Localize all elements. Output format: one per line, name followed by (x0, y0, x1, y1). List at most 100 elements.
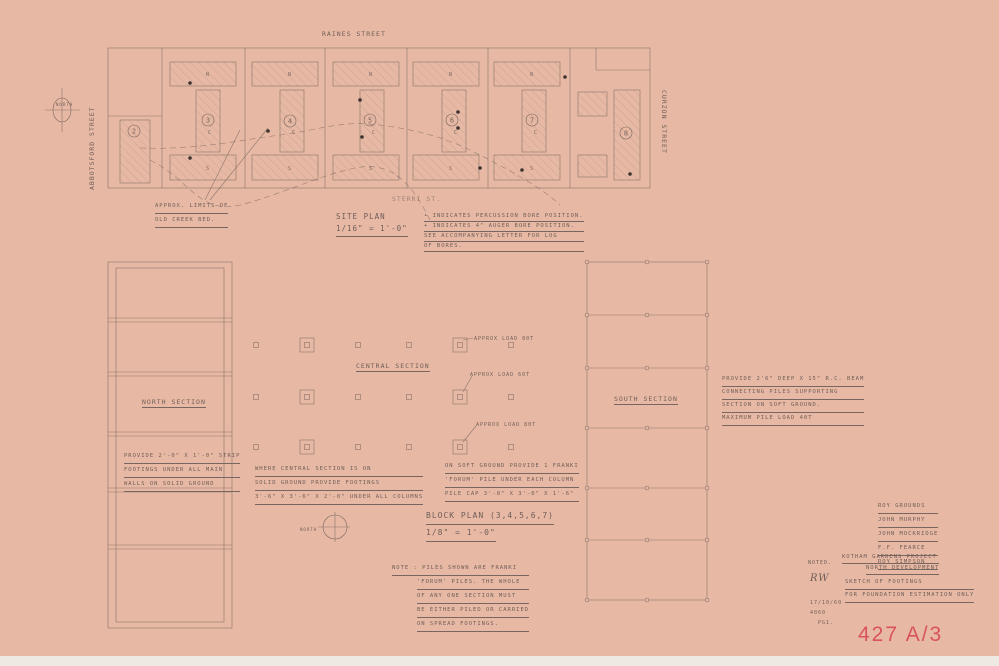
pile-cap (299, 439, 315, 455)
name-line: John Murphy (878, 514, 939, 528)
site-boundary (107, 47, 651, 189)
percussion-bore-marker (266, 129, 270, 133)
block-plan-scale: 1/8" = 1'-0" (426, 525, 496, 542)
note-line: pile cap 3'-0" x 3'-0" x 1'-6" (445, 488, 579, 502)
pile-cap (452, 337, 468, 353)
drawing-title: Sketch of footings for foundation estima… (845, 577, 975, 603)
name-line: Roy Simpson (878, 556, 939, 570)
date-line: 17/10/60 (810, 600, 843, 606)
north-wing (169, 61, 237, 87)
column-footing (304, 342, 310, 348)
column-footing (508, 342, 514, 348)
drawing-line: Sketch of footings (845, 577, 975, 590)
load-label: Approx load 80T (474, 336, 535, 342)
legend-line: • indicates percussion bore position. (424, 212, 584, 222)
north-wing (493, 61, 561, 87)
note-line: Maximum pile load 40T (722, 413, 865, 426)
wing-label-central: C (208, 130, 211, 136)
south-wing (412, 154, 480, 181)
central-section-label: Central Section (356, 362, 430, 372)
date-line: 4060 (810, 610, 827, 616)
percussion-bore-marker (563, 75, 567, 79)
north-footing-note: Provide 2'-0" x 1'-0" strip footings und… (124, 450, 241, 492)
wing-label-south: S (530, 166, 533, 172)
column-footing (355, 342, 361, 348)
wing-label-central: C (534, 130, 537, 136)
load-label: Approx load 80T (476, 422, 537, 428)
percussion-bore-marker (478, 166, 482, 170)
note-line: walls on solid ground (124, 478, 241, 492)
date-line: PG1. (818, 620, 835, 626)
note-line: Where central section is on (255, 463, 424, 477)
column-footing (406, 342, 412, 348)
column-footing (457, 342, 463, 348)
column-footing (508, 394, 514, 400)
column-footing (253, 444, 259, 450)
name-line: Roy Grounds (878, 500, 939, 514)
creek-note: Approx. limits of old creek bed. (155, 200, 229, 228)
name-line: John Mockridge (878, 528, 939, 542)
block-8-annex (577, 154, 608, 178)
column-footing (406, 394, 412, 400)
wing-label-north: N (530, 72, 533, 78)
pile-marker (584, 425, 590, 431)
note-line: section on soft ground. (722, 400, 865, 413)
block-number-circle (127, 124, 141, 138)
legend-line: + indicates 4" auger bore position. (424, 222, 584, 232)
block-number: 8 (624, 130, 628, 138)
street-right-label: Curzon Street (660, 90, 668, 154)
note-line: 3'-6" x 3'-6" x 2'-0" under all columns (255, 491, 424, 505)
wing-label-south: S (206, 166, 209, 172)
pile-marker (584, 365, 590, 371)
block-2 (119, 119, 151, 184)
wing-label-south: S (288, 166, 291, 172)
pile-marker (584, 312, 590, 318)
leader-arrow (462, 375, 473, 393)
north-section-label: North Section (142, 398, 206, 408)
creek-limit-line (149, 159, 431, 221)
site-legend: • indicates percussion bore position. + … (424, 212, 584, 252)
leader-arrow (462, 337, 474, 341)
north-section-inner (115, 267, 225, 623)
block-number-circle (201, 113, 215, 127)
note-line: of any one section must (417, 590, 530, 604)
north-wing (412, 61, 480, 87)
south-section-outline (586, 261, 708, 601)
pile-marker (584, 537, 590, 543)
pile-cap (452, 439, 468, 455)
noted-label: Noted. (808, 560, 833, 566)
creek-note-line: old creek bed. (155, 214, 229, 228)
column-footing (304, 444, 310, 450)
street-bottom-label: Sterri St. (392, 195, 442, 203)
percussion-bore-marker (188, 156, 192, 160)
north-wing (332, 61, 400, 87)
percussion-bore-marker (628, 172, 632, 176)
south-section-label: South Section (614, 395, 678, 405)
block-plan-title-text: Block Plan (3,4,5,6,7) (426, 508, 554, 525)
initials-signature: RW (810, 573, 830, 584)
block-number-circle (363, 113, 377, 127)
north-wing (251, 61, 319, 87)
block-number: 2 (132, 128, 136, 136)
wing-label-north: N (288, 72, 291, 78)
site-north-label: North (56, 102, 74, 107)
central-footing-note: Where central section is on solid ground… (255, 463, 424, 505)
column-footing (457, 394, 463, 400)
leader-arrow (462, 425, 477, 443)
note-line: 'Forum' pile under each column (445, 474, 579, 488)
pile-cap (299, 337, 315, 353)
pile-marker (584, 597, 590, 603)
reference-number-stamp: 427 A/3 (858, 623, 944, 646)
site-plan-title-text: Site Plan (336, 212, 386, 221)
wing-label-central: C (372, 130, 375, 136)
legend-line: of bores. (424, 242, 584, 252)
pile-marker (704, 365, 710, 371)
note-line: On soft ground provide 1 Franki (445, 460, 579, 474)
north-section-outline (107, 261, 233, 629)
project-line: Kotham Gardens Project (842, 553, 940, 564)
load-label: Approx load 60T (470, 372, 531, 378)
block-north-label: North (300, 527, 318, 532)
wing-label-north: N (206, 72, 209, 78)
